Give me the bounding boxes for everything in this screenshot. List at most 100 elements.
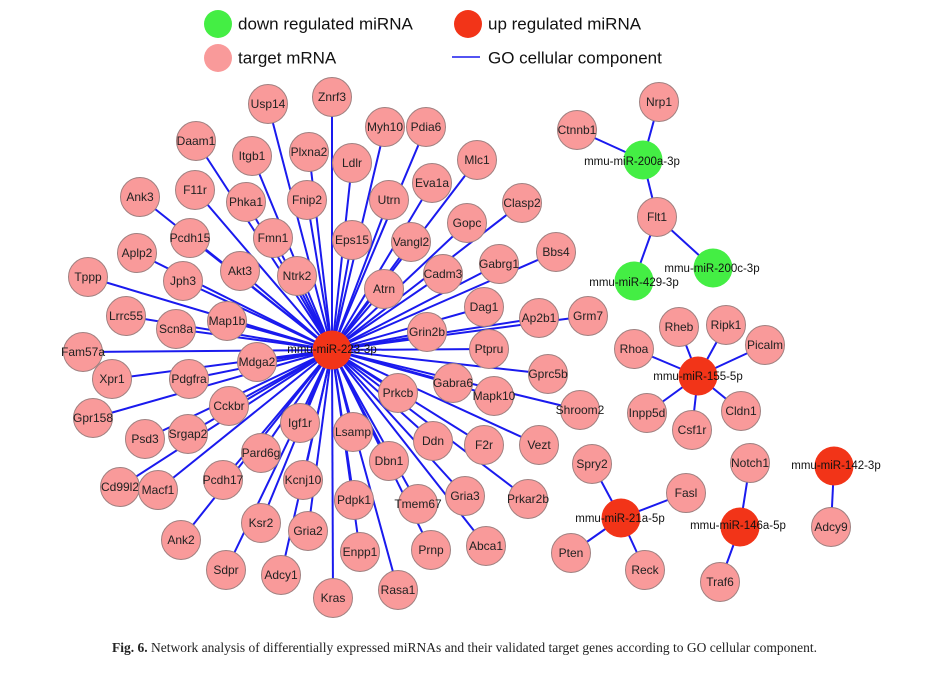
target-node-lrrc55[interactable]: Lrrc55: [106, 296, 146, 336]
target-node-ddn[interactable]: Ddn: [413, 421, 453, 461]
mirna-node-mmu-mir-200c-3p[interactable]: mmu-miR-200c-3p: [664, 248, 760, 288]
target-node-fasl[interactable]: Fasl: [666, 473, 706, 513]
target-node-ank2[interactable]: Ank2: [161, 520, 201, 560]
target-node-phka1[interactable]: Phka1: [226, 182, 266, 222]
target-node-ctnnb1[interactable]: Ctnnb1: [557, 110, 597, 150]
target-node-psd3[interactable]: Psd3: [125, 419, 165, 459]
mirna-node-mmu-mir-429-3p[interactable]: mmu-miR-429-3p: [589, 261, 679, 301]
target-node-adcy9[interactable]: Adcy9: [811, 507, 851, 547]
mirna-node-mmu-mir-21a-5p[interactable]: mmu-miR-21a-5p: [575, 498, 665, 538]
target-node-gria3[interactable]: Gria3: [445, 476, 485, 516]
target-node-eva1a[interactable]: Eva1a: [412, 163, 452, 203]
mirna-node-mmu-mir-155-5p[interactable]: mmu-miR-155-5p: [653, 356, 743, 396]
target-node-ksr2[interactable]: Ksr2: [241, 503, 281, 543]
target-node-spry2[interactable]: Spry2: [572, 444, 612, 484]
target-node-utrn[interactable]: Utrn: [369, 180, 409, 220]
target-node-bbs4[interactable]: Bbs4: [536, 232, 576, 272]
target-node-eps15[interactable]: Eps15: [332, 220, 372, 260]
mirna-node-mmu-mir-142-3p[interactable]: mmu-miR-142-3p: [791, 446, 881, 486]
target-node-pcdh15[interactable]: Pcdh15: [170, 218, 211, 258]
target-node-rasa1[interactable]: Rasa1: [378, 570, 418, 610]
target-node-gopc[interactable]: Gopc: [447, 203, 487, 243]
target-node-prkcb[interactable]: Prkcb: [378, 373, 418, 413]
target-node-dag1[interactable]: Dag1: [464, 287, 504, 327]
target-node-grm7[interactable]: Grm7: [568, 296, 608, 336]
target-node-usp14[interactable]: Usp14: [248, 84, 288, 124]
target-node-dbn1[interactable]: Dbn1: [369, 441, 409, 481]
target-node-kcnj10[interactable]: Kcnj10: [283, 460, 323, 500]
target-node-ldlr[interactable]: Ldlr: [332, 143, 372, 183]
target-node-mdga2[interactable]: Mdga2: [237, 342, 277, 382]
target-node-inpp5d[interactable]: Inpp5d: [627, 393, 667, 433]
target-node-srgap2[interactable]: Srgap2: [168, 414, 208, 454]
target-node-f11r[interactable]: F11r: [175, 170, 215, 210]
target-node-prkar2b[interactable]: Prkar2b: [507, 479, 549, 519]
target-node-notch1[interactable]: Notch1: [730, 443, 770, 483]
target-node-igf1r[interactable]: Igf1r: [280, 403, 320, 443]
target-node-nrp1[interactable]: Nrp1: [639, 82, 679, 122]
target-node-mapk10[interactable]: Mapk10: [473, 376, 516, 416]
target-node-tppp[interactable]: Tppp: [68, 257, 108, 297]
target-node-gria2[interactable]: Gria2: [288, 511, 328, 551]
target-node-atrn[interactable]: Atrn: [364, 269, 404, 309]
target-node-xpr1[interactable]: Xpr1: [92, 359, 132, 399]
target-node-kras[interactable]: Kras: [313, 578, 353, 618]
target-node-scn8a[interactable]: Scn8a: [156, 309, 196, 349]
target-node-grin2b[interactable]: Grin2b: [407, 312, 447, 352]
target-node-akt3[interactable]: Akt3: [220, 251, 260, 291]
target-node-fnip2[interactable]: Fnip2: [287, 180, 327, 220]
target-node-itgb1[interactable]: Itgb1: [232, 136, 272, 176]
target-node-vangl2[interactable]: Vangl2: [391, 222, 431, 262]
target-node-shroom2[interactable]: Shroom2: [556, 390, 605, 430]
mirna-node-mmu-mir-200a-3p[interactable]: mmu-miR-200a-3p: [584, 140, 680, 180]
target-node-pdgfra[interactable]: Pdgfra: [169, 359, 209, 399]
target-node-adcy1[interactable]: Adcy1: [261, 555, 301, 595]
target-node-cadm3[interactable]: Cadm3: [423, 254, 463, 294]
target-node-traf6[interactable]: Traf6: [700, 562, 740, 602]
target-node-cd99l2[interactable]: Cd99l2: [100, 467, 140, 507]
target-node-ap2b1[interactable]: Ap2b1: [519, 298, 559, 338]
target-node-lsamp[interactable]: Lsamp: [333, 412, 373, 452]
target-node-reck[interactable]: Reck: [625, 550, 665, 590]
target-node-gpr158[interactable]: Gpr158: [73, 398, 113, 438]
target-node-rheb[interactable]: Rheb: [659, 307, 699, 347]
target-node-tmem67[interactable]: Tmem67: [394, 484, 442, 524]
target-node-mlc1[interactable]: Mlc1: [457, 140, 497, 180]
target-node-macf1[interactable]: Macf1: [138, 470, 178, 510]
target-node-myh10[interactable]: Myh10: [365, 107, 405, 147]
target-node-znrf3[interactable]: Znrf3: [312, 77, 352, 117]
target-node-vezt[interactable]: Vezt: [519, 425, 559, 465]
target-node-gprc5b[interactable]: Gprc5b: [528, 354, 568, 394]
target-node-f2r[interactable]: F2r: [464, 425, 504, 465]
target-node-ripk1[interactable]: Ripk1: [706, 305, 746, 345]
target-node-aplp2[interactable]: Aplp2: [117, 233, 157, 273]
target-node-cldn1[interactable]: Cldn1: [721, 391, 761, 431]
target-node-enpp1[interactable]: Enpp1: [340, 532, 380, 572]
target-node-pdia6[interactable]: Pdia6: [406, 107, 446, 147]
target-node-pard6g[interactable]: Pard6g: [241, 433, 281, 473]
target-node-prnp[interactable]: Prnp: [411, 530, 451, 570]
target-node-picalm[interactable]: Picalm: [745, 325, 785, 365]
target-node-daam1[interactable]: Daam1: [176, 121, 216, 161]
target-node-map1b[interactable]: Map1b: [207, 301, 247, 341]
target-node-jph3[interactable]: Jph3: [163, 261, 203, 301]
target-node-abca1[interactable]: Abca1: [466, 526, 506, 566]
target-node-pten[interactable]: Pten: [551, 533, 591, 573]
target-node-fmn1[interactable]: Fmn1: [253, 218, 293, 258]
target-node-pdpk1[interactable]: Pdpk1: [334, 480, 374, 520]
mirna-node-mmu-mir-146a-5p[interactable]: mmu-miR-146a-5p: [690, 507, 786, 547]
target-node-cckbr[interactable]: Cckbr: [209, 386, 249, 426]
target-node-clasp2[interactable]: Clasp2: [502, 183, 542, 223]
target-node-ptpru[interactable]: Ptpru: [469, 329, 509, 369]
target-node-fam57a[interactable]: Fam57a: [61, 332, 105, 372]
target-node-sdpr[interactable]: Sdpr: [206, 550, 246, 590]
target-node-flt1[interactable]: Flt1: [637, 197, 677, 237]
target-node-gabra6[interactable]: Gabra6: [433, 363, 473, 403]
target-node-plxna2[interactable]: Plxna2: [289, 132, 329, 172]
target-node-ank3[interactable]: Ank3: [120, 177, 160, 217]
target-node-rhoa[interactable]: Rhoa: [614, 329, 654, 369]
target-node-csf1r[interactable]: Csf1r: [672, 410, 712, 450]
target-node-gabrg1[interactable]: Gabrg1: [479, 244, 519, 284]
target-node-ntrk2[interactable]: Ntrk2: [277, 256, 317, 296]
mirna-node-mmu-mir-223-3p[interactable]: mmu-miR-223-3p: [287, 330, 377, 370]
